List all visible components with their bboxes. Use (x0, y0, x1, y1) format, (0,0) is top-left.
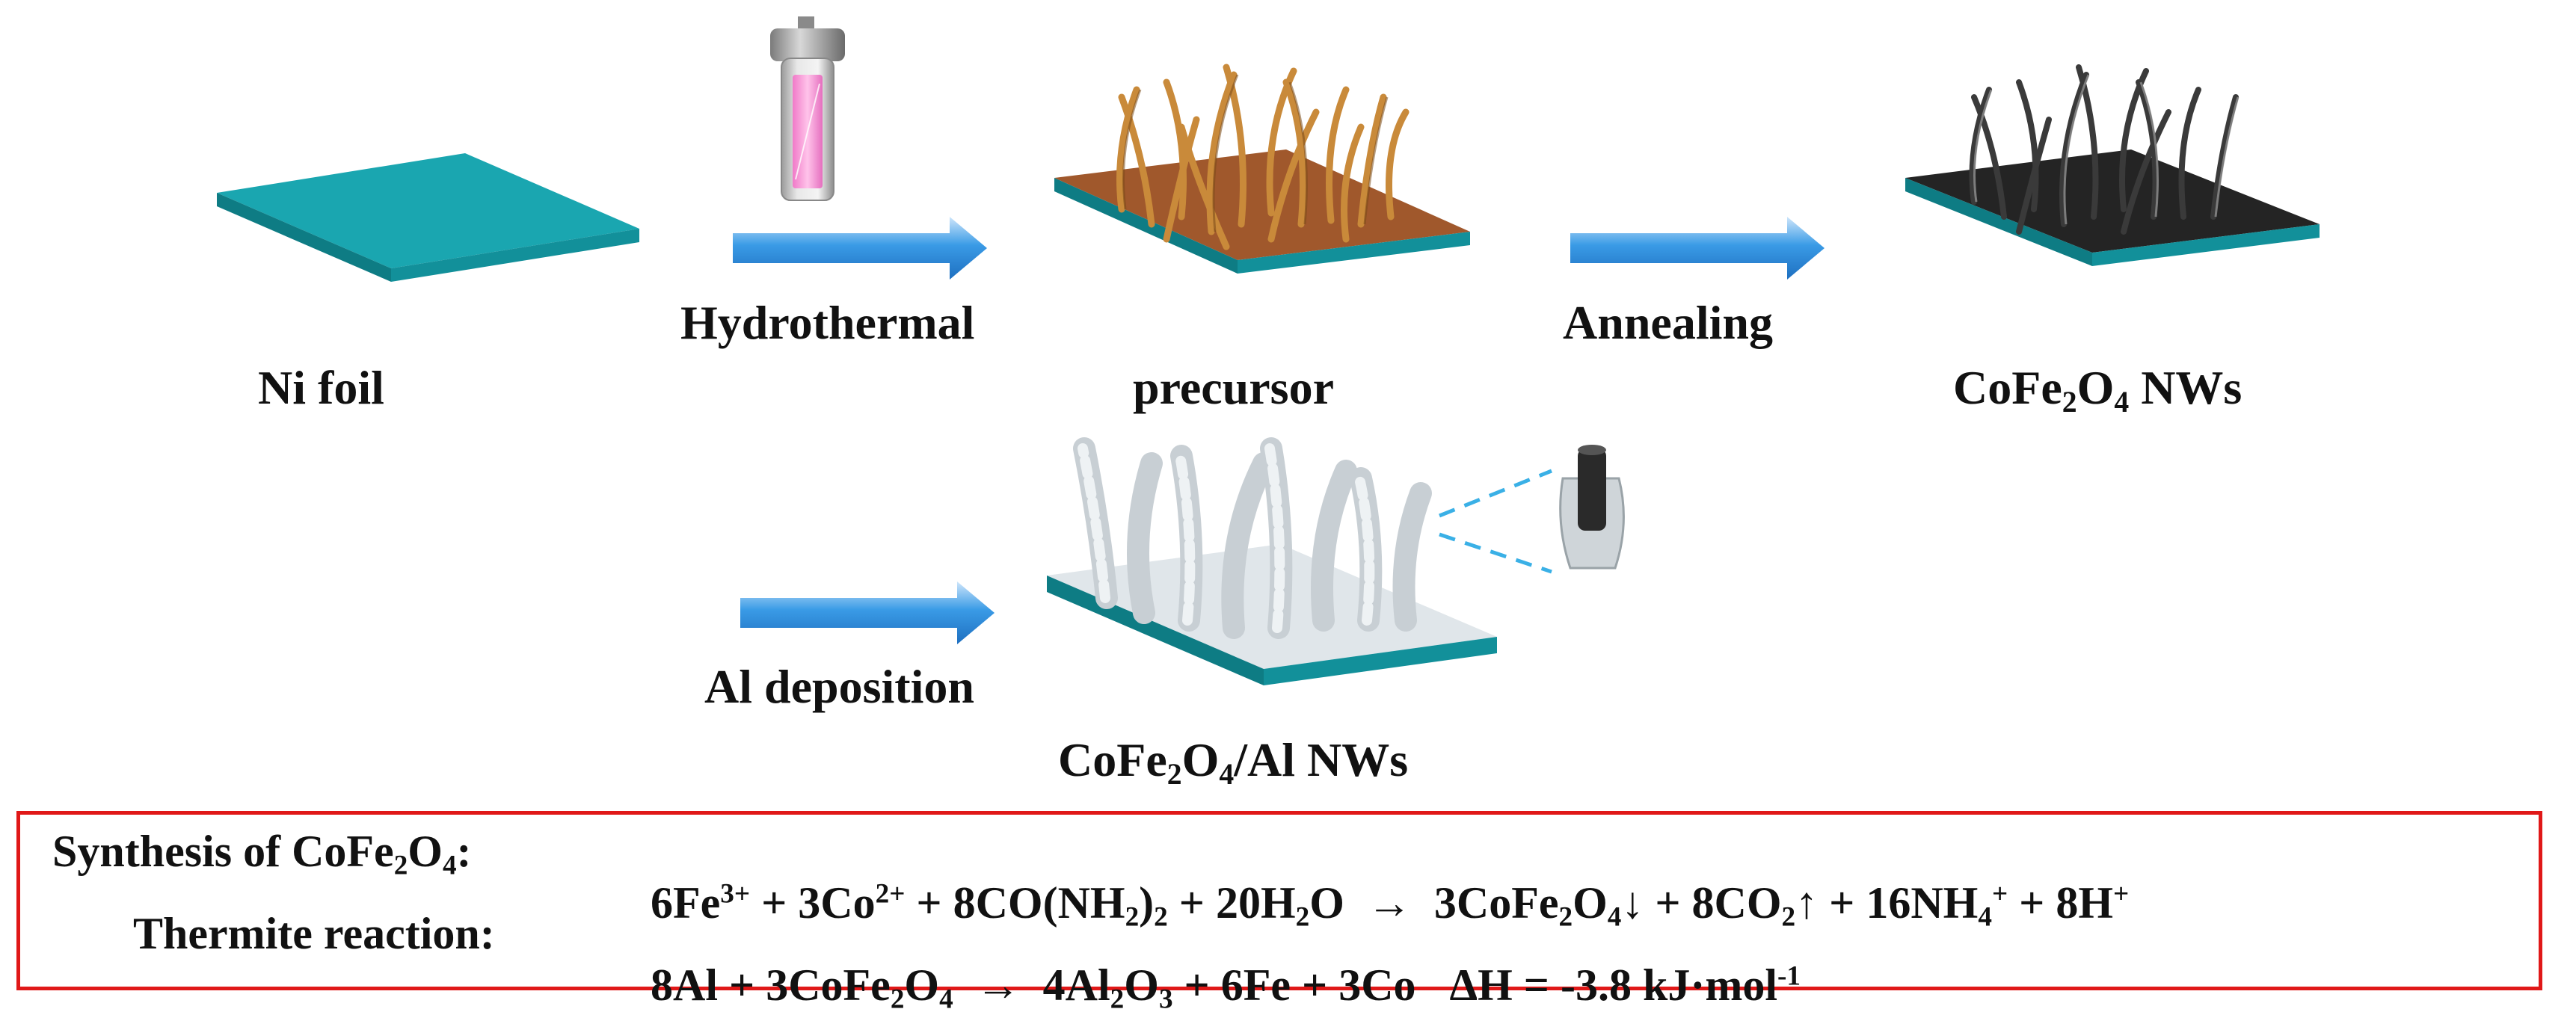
cofe2o4-al-nws-plate (1047, 437, 1497, 685)
synthesis-label: Synthesis of CoFe2O4: (52, 827, 472, 881)
autoclave-icon (770, 16, 845, 201)
hydrothermal-label: Hydrothermal (680, 296, 975, 349)
annealing-label: Annealing (1563, 296, 1773, 349)
equation-box (16, 811, 2542, 990)
ni-foil-plate (217, 153, 639, 282)
precursor-plate (1054, 64, 1470, 274)
annealing-arrow (1570, 217, 1825, 280)
thermite-equation: 8Al + 3CoFe2O4 → 4Al2O3 + 6Fe + 3Co ΔH =… (651, 960, 1801, 1015)
hydrothermal-arrow (733, 217, 987, 280)
al-deposition-label: Al deposition (704, 660, 974, 713)
zoom-lines (1439, 469, 1552, 574)
cofe2o4-al-nws-label: CoFe2O4/Al NWs (1058, 733, 1409, 792)
al-deposition-arrow (740, 581, 995, 644)
cofe2o4-nws-plate (1905, 64, 2320, 266)
cofe2o4-nws-label: CoFe2O4 NWs (1953, 361, 2243, 419)
ni-foil-label: Ni foil (258, 361, 384, 414)
thermite-label: Thermite reaction: (133, 909, 495, 958)
synthesis-equation: 6Fe3+ + 3Co2+ + 8CO(NH2)2 + 20H2O → 3CoF… (651, 878, 2130, 933)
precursor-label: precursor (1133, 361, 1334, 414)
core-shell-inset-icon (1559, 445, 1625, 570)
